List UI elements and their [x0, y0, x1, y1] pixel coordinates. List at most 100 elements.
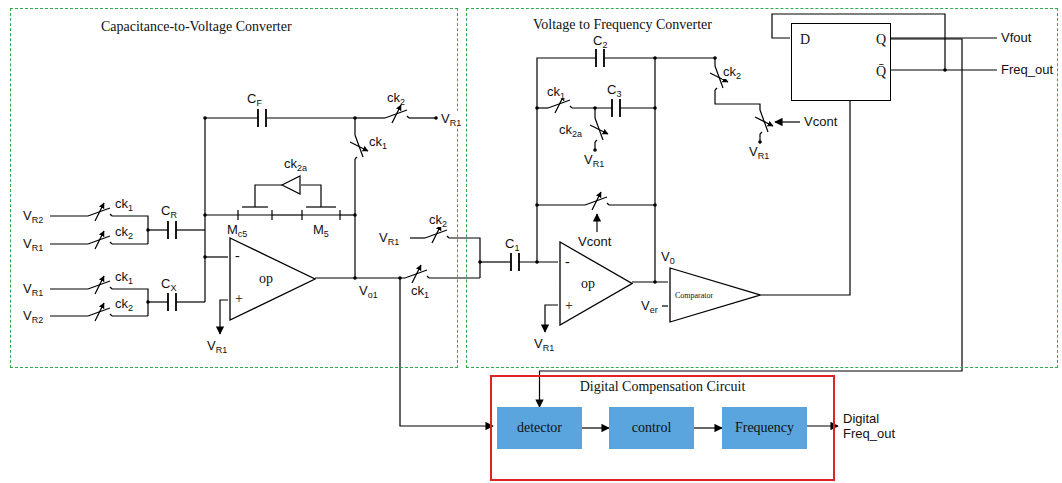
wire: [282, 176, 300, 194]
junction-dot: [535, 203, 539, 207]
subscript: F: [256, 98, 262, 108]
subscript: 1: [424, 290, 429, 300]
subscript: R1: [216, 345, 228, 355]
subscript: R1: [450, 118, 462, 128]
junction-dot: [943, 68, 947, 72]
wire: [266, 118, 355, 135]
junction-dot: [653, 56, 657, 60]
output-label: Digital Freq_out: [842, 411, 914, 441]
subscript: 2a: [297, 163, 307, 173]
symbol-text: Q: [876, 32, 886, 48]
signal-label: VR1: [583, 152, 605, 167]
wire: [609, 204, 655, 205]
region-box: Voltage to Frequency Converterop-+Compar…: [466, 8, 1058, 368]
wire: [604, 57, 715, 58]
box-label: detector: [517, 420, 562, 436]
junction-dot: [398, 276, 402, 280]
junction-dot: [653, 106, 657, 110]
junction-dot: [353, 276, 357, 280]
subscript: R1: [758, 151, 770, 161]
wire: [315, 277, 405, 278]
junction-dot: [535, 106, 539, 110]
signal-label: M5: [312, 222, 330, 237]
wire: [148, 229, 168, 230]
switch-symbol: [88, 231, 112, 249]
signal-label: Freq_out: [1000, 62, 1054, 77]
subscript: 1: [382, 141, 387, 151]
triangle-shape: [560, 242, 632, 325]
region-box: Digital Compensation Circuit detector cont…: [490, 375, 835, 481]
symbol-text: Q̄: [876, 64, 886, 80]
wire: [112, 216, 148, 244]
signal-label: ck1: [114, 196, 134, 211]
wire: [205, 256, 228, 257]
switch-symbol: [350, 135, 368, 159]
capacitor-symbol: [168, 293, 176, 311]
subscript: 2: [128, 303, 133, 313]
wire: [537, 204, 585, 205]
subscript: 1: [128, 203, 133, 213]
wire: [112, 289, 148, 316]
symbol-text: op: [581, 276, 595, 292]
subscript: er: [650, 305, 658, 315]
switch-symbol: [88, 303, 112, 321]
wire: [272, 214, 302, 215]
wire: [50, 243, 88, 244]
symbol-text: +: [235, 291, 243, 307]
wire: [354, 159, 355, 278]
arrow-wire: [775, 121, 800, 122]
amplifier-triangle: Comparator: [669, 267, 761, 323]
triangle-shape: [670, 268, 760, 322]
junction-dot: [593, 106, 597, 110]
subscript: R1: [32, 288, 44, 298]
signal-label: ck2a: [283, 156, 308, 171]
triangle-shape: [230, 238, 315, 320]
wire-group: [50, 14, 997, 426]
connector: [761, 101, 850, 295]
symbol-text: Comparator: [675, 288, 713, 304]
signal-label: VR1: [22, 236, 44, 251]
signal-label: ck2: [722, 64, 742, 79]
capacitor-symbol: [511, 253, 519, 271]
subscript: 3: [616, 89, 621, 99]
wire: [654, 58, 655, 282]
signal-label: VR2: [22, 208, 44, 223]
wire: [429, 277, 480, 278]
symbol-text: op: [259, 271, 273, 287]
subscript: 2: [400, 97, 405, 107]
symbol-text: +: [565, 298, 573, 314]
subscript: R: [170, 210, 177, 220]
wire: [112, 315, 148, 316]
wire: [480, 261, 511, 262]
subscript: R1: [388, 237, 400, 247]
signal-label: CF: [246, 91, 263, 106]
subscript: 2: [736, 71, 741, 81]
signal-label: ck1: [410, 283, 430, 298]
wire: [409, 117, 436, 118]
signal-label: V0: [660, 249, 676, 264]
signal-label: ck2: [114, 296, 134, 311]
signal-label: Vo1: [358, 283, 379, 298]
capacitor-symbol: [596, 49, 604, 67]
box-label: control: [632, 420, 672, 436]
connector: [540, 39, 963, 407]
wire: [255, 185, 282, 207]
subscript: 1: [560, 91, 565, 101]
signal-label: ck1: [368, 134, 388, 149]
wire: [238, 210, 272, 220]
wire: [340, 214, 355, 215]
wire: [572, 107, 612, 108]
region-title: Voltage to Frequency Converter: [533, 17, 712, 33]
signal-label: Vcont: [577, 234, 612, 249]
wire: [50, 215, 88, 216]
region-title: Digital Compensation Circuit: [492, 379, 833, 395]
subscript: X: [170, 283, 176, 293]
amplifier-triangle: op-+: [229, 237, 316, 321]
subscript: o1: [368, 290, 378, 300]
box-label: Frequency: [735, 420, 794, 436]
subscript: 2: [602, 40, 607, 50]
wire: [148, 301, 168, 302]
